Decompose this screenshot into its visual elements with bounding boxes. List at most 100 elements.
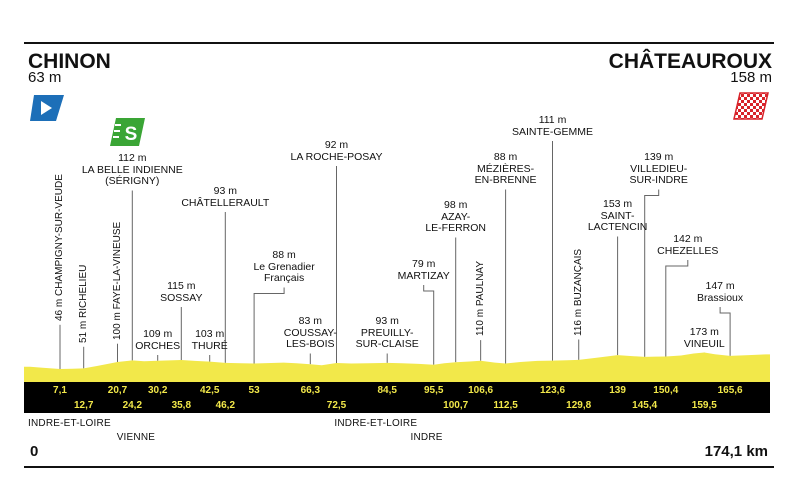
waypoint-name: VILLEDIEU- (630, 162, 688, 175)
km-marker: 139 (609, 385, 626, 396)
km-marker: 165,6 (717, 385, 743, 396)
waypoint-label-vertical: 46 m CHAMPIGNY-SUR-VEUDE (54, 173, 65, 321)
waypoint-elevation: 93 m (375, 315, 399, 327)
waypoint-label-vertical: 116 m BUZANÇAIS (572, 248, 584, 336)
waypoint-elevation: 142 m (673, 233, 703, 245)
km-marker: 100,7 (443, 400, 469, 411)
waypoint-name: LACTENCIN (587, 221, 648, 233)
km-marker: 150,4 (653, 385, 679, 396)
waypoint-name: MÉZIÈRES- (477, 162, 535, 175)
department-label: INDRE-ET-LOIRE (28, 418, 111, 429)
km-marker: 12,7 (73, 400, 94, 411)
km-marker: 106,6 (468, 385, 494, 396)
leader-lines (59, 141, 731, 369)
waypoint-name: SOSSAY (160, 291, 203, 304)
leader-line (644, 189, 660, 357)
leader-line (423, 285, 435, 365)
sprint-icon: S (110, 118, 145, 146)
km-marker: 145,4 (632, 400, 658, 411)
waypoint-label-vertical: 100 m FAYE-LA-VINEUSE (111, 221, 123, 340)
waypoint-name: CHEZELLES (657, 244, 719, 257)
waypoint-elevation: 173 m (689, 326, 719, 338)
top-rule (24, 42, 774, 44)
waypoint-label-vertical: 51 m RICHELIEU (77, 264, 89, 343)
km-marker: 30,2 (147, 385, 168, 396)
waypoint-name: EN-BRENNE (474, 174, 537, 186)
department-label: VIENNE (116, 432, 156, 443)
waypoint-elevation: 111 m (538, 114, 567, 126)
start-elevation: 63 m (28, 69, 62, 86)
waypoint-name: SAINTE-GEMME (511, 125, 594, 138)
waypoint-name: Le Grenadier (253, 260, 315, 273)
elevation-profile (24, 352, 770, 382)
waypoint-elevation: 109 m (143, 328, 173, 340)
km-marker: 53 (248, 385, 260, 396)
waypoint-name: SAINT- (600, 209, 635, 222)
km-marker: 66,3 (300, 385, 321, 396)
km-marker: 159,5 (691, 400, 717, 411)
leader-line (253, 287, 285, 364)
finish-elevation: 158 m (730, 69, 772, 86)
waypoint-name: Français (263, 272, 305, 284)
finish-distance: 174,1 km (704, 443, 768, 460)
km-marker: 129,8 (566, 400, 592, 411)
km-bar (24, 382, 770, 413)
finish-city: CHÂTEAUROUX (608, 50, 772, 73)
km-marker: 84,5 (377, 385, 397, 396)
waypoint-name: (SÉRIGNY) (105, 175, 160, 187)
waypoint-elevation: 103 m (195, 328, 225, 340)
waypoint-name: LES-BOIS (286, 338, 335, 350)
bottom-rule (24, 466, 774, 468)
km-marker: 24,2 (122, 400, 143, 411)
waypoint-elevation: 147 m (705, 280, 735, 292)
km-marker: 46,2 (215, 400, 236, 411)
waypoint-elevation: 88 m (493, 151, 518, 163)
waypoint-name: VINEUIL (683, 337, 725, 350)
waypoint-elevation: 139 m (644, 151, 674, 163)
waypoint-name: SUR-CLAISE (355, 338, 419, 350)
km-marker: 112,5 (493, 400, 518, 411)
department-label: INDRE (410, 432, 443, 443)
waypoint-elevation: 93 m (213, 185, 237, 197)
waypoint-name: AZAY- (441, 210, 471, 223)
waypoint-name: LA ROCHE-POSAY (290, 150, 383, 163)
waypoint-elevation: 83 m (298, 315, 322, 327)
km-marker: 35,8 (171, 400, 192, 411)
finish-flag-icon (733, 92, 769, 120)
waypoint-name: LE-FERRON (425, 222, 487, 234)
km-marker: 42,5 (199, 385, 220, 396)
start-distance: 0 (30, 443, 39, 460)
waypoint-name: ORCHES (135, 339, 181, 352)
km-marker: 7,1 (53, 385, 67, 396)
waypoint-elevation: 153 m (602, 198, 633, 210)
start-city: CHINON (28, 50, 111, 73)
sprint-letter: S (125, 124, 138, 145)
leader-line (665, 260, 689, 357)
km-marker: 20,7 (107, 385, 128, 396)
waypoint-name: MARTIZAY (397, 269, 450, 282)
waypoint-elevation: 88 m (272, 249, 296, 261)
leader-line (719, 307, 731, 356)
km-marker: 95,5 (423, 385, 444, 396)
start-flag-icon (30, 95, 64, 121)
waypoint-name: LA BELLE INDIENNE (81, 163, 183, 176)
waypoint-elevation: 79 m (412, 258, 436, 270)
waypoint-elevation: 112 m (118, 152, 147, 164)
